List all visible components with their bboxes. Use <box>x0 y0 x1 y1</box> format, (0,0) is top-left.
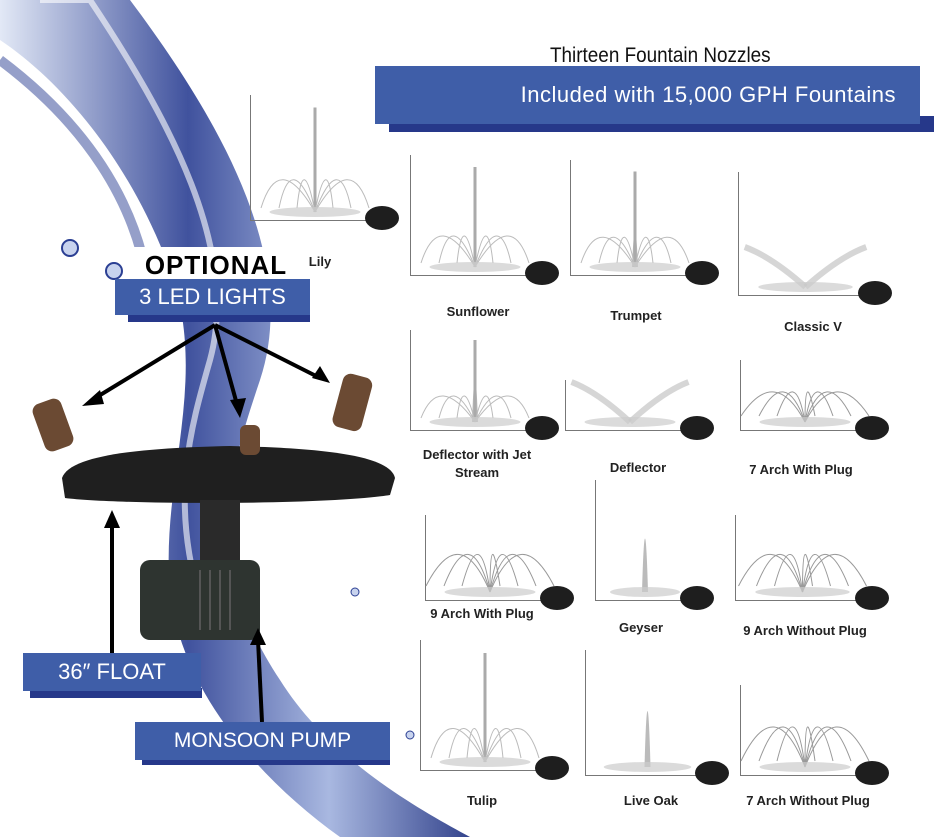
nozzle-label: Classic V <box>784 319 842 334</box>
spray-pattern-graphic <box>425 554 574 610</box>
nozzle-icon <box>525 416 559 440</box>
float-body <box>62 446 395 503</box>
nozzle-label: Tulip <box>466 793 498 808</box>
spray-pattern-graphic <box>580 171 719 285</box>
nozzle-label: 7 Arch Without Plug <box>746 793 870 808</box>
nozzle-label: Deflector with Jet Stream <box>422 447 532 480</box>
nozzle-label: Sunflower <box>446 304 510 319</box>
nozzle-icon <box>680 416 714 440</box>
spray-chart-axis <box>738 172 874 296</box>
spray-chart-axis <box>250 95 381 221</box>
spray-chart-axis <box>410 330 541 431</box>
nozzle-icon <box>535 756 569 780</box>
pump-label-shadow <box>142 755 390 765</box>
spray-chart-axis <box>425 515 556 601</box>
optional-label: OPTIONAL <box>133 247 299 283</box>
float-label: 36″ FLOAT <box>23 653 201 691</box>
spray-pattern-graphic <box>610 538 714 610</box>
spray-chart-axis <box>735 515 871 601</box>
spray-pattern-graphic <box>743 244 892 305</box>
spray-pattern-graphic <box>603 711 729 785</box>
nozzle-label: Deflector <box>609 460 667 475</box>
nozzle-label: 7 Arch With Plug <box>749 462 853 477</box>
nozzle-label: Geyser <box>618 620 664 635</box>
spray-chart-axis <box>420 640 551 771</box>
spray-chart-axis <box>565 380 696 431</box>
led-label-shadow <box>128 312 310 322</box>
float-label-shadow <box>30 688 202 698</box>
spray-chart-axis <box>585 650 711 776</box>
spray-pattern-graphic <box>740 391 889 440</box>
spray-pattern-graphic <box>430 653 569 780</box>
nozzle-icon <box>540 586 574 610</box>
nozzle-icon <box>855 586 889 610</box>
pump-label: MONSOON PUMP <box>135 722 390 760</box>
spray-pattern-graphic <box>420 340 559 440</box>
spray-chart-axis <box>595 480 696 601</box>
nozzle-label: 9 Arch With Plug <box>430 606 534 621</box>
nozzle-icon <box>680 586 714 610</box>
nozzle-icon <box>525 261 559 285</box>
spray-pattern-graphic <box>740 726 889 785</box>
nozzle-icon <box>855 416 889 440</box>
nozzle-label: Lily <box>308 254 332 269</box>
spray-chart-axis <box>570 160 701 276</box>
led-lights-label: 3 LED LIGHTS <box>115 279 310 315</box>
spray-pattern-graphic <box>420 167 559 285</box>
spray-pattern-graphic <box>570 379 714 440</box>
spray-chart-axis <box>740 685 871 776</box>
nozzle-label: Trumpet <box>610 308 662 323</box>
nozzle-label: Live Oak <box>623 793 679 808</box>
nozzle-icon <box>695 761 729 785</box>
spray-pattern-graphic <box>260 107 399 230</box>
nozzle-icon <box>685 261 719 285</box>
spray-chart-axis <box>410 155 541 276</box>
nozzle-label: 9 Arch Without Plug <box>743 623 867 638</box>
nozzle-icon <box>858 281 892 305</box>
spray-chart-axis <box>740 360 871 431</box>
spray-pattern-graphic <box>738 554 889 610</box>
nozzle-icon <box>365 206 399 230</box>
page-title: Thirteen Fountain Nozzles <box>550 44 771 67</box>
header-banner: Included with 15,000 GPH Fountains <box>375 66 920 124</box>
nozzle-icon <box>855 761 889 785</box>
